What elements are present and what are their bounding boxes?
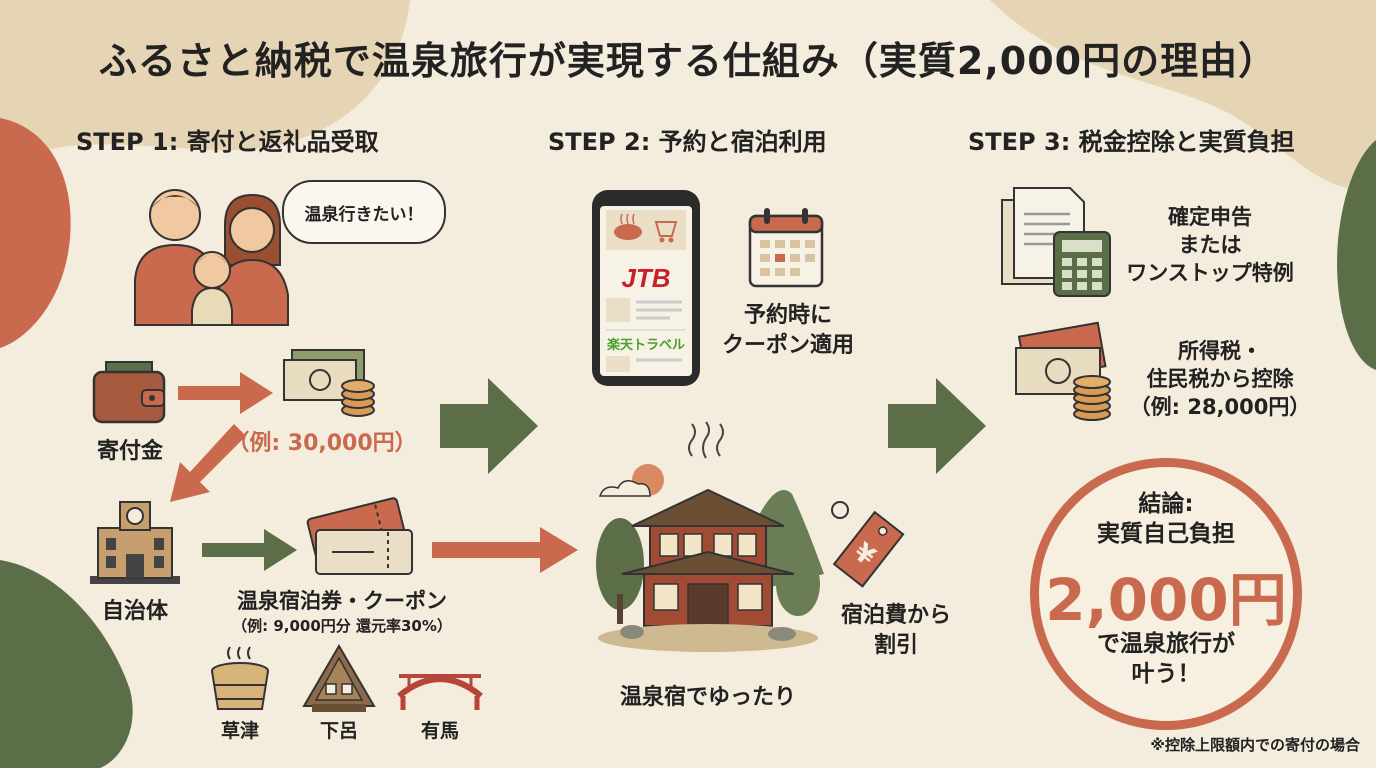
wooden-bucket-icon (211, 646, 269, 710)
tax-cash-coins-icon (1015, 321, 1111, 421)
arrow-step1-to-step2 (440, 378, 538, 474)
documents-calculator-icon (1001, 187, 1111, 297)
coupon-detail: （例: 9,000円分 還元率30%） (232, 617, 452, 635)
filing-label-3: ワンストップ特例 (1126, 261, 1294, 285)
background-blob-bottom-left-green (0, 560, 133, 768)
conclusion-line2: 実質自己負担 (1097, 521, 1235, 547)
ticket-coupon-icon (306, 497, 413, 575)
amount-label: （例: 30,000円） (227, 431, 417, 456)
family-illustration (134, 189, 289, 326)
yen-price-tag-icon: ¥ (831, 501, 905, 588)
calendar-label-1: 予約時に (743, 303, 832, 328)
rakuten-travel-brand: 楽天トラベル (606, 338, 685, 353)
conclusion-line3: で温泉旅行が (1097, 631, 1235, 657)
speech-bubble-text: 温泉行きたい！ (304, 204, 424, 225)
arrow-coupon-to-ryokan (432, 527, 578, 573)
municipality-building-icon (90, 501, 180, 584)
municipality-label: 自治体 (101, 599, 168, 624)
deduction-label-3: （例: 28,000円） (1129, 395, 1311, 419)
gassho-house-icon (302, 644, 376, 712)
arrow-step2-to-step3 (888, 378, 986, 474)
donation-label: 寄付金 (96, 439, 163, 464)
deduction-label-2: 住民税から控除 (1146, 367, 1294, 391)
jtb-brand: JTB (621, 263, 671, 293)
conclusion-line4: 叶う！ (1131, 661, 1201, 687)
onsen-area-gero: 下呂 (319, 720, 358, 742)
ryokan-illustration (596, 421, 824, 652)
filing-label-2: または (1178, 233, 1242, 257)
step2-heading: STEP 2: 予約と宿泊利用 (548, 128, 827, 156)
ryokan-label: 温泉宿でゆったり (619, 685, 796, 710)
onsen-area-kusatsu: 草津 (220, 720, 259, 742)
deduction-label-1: 所得税・ (1178, 339, 1262, 363)
discount-label-1: 宿泊費から (840, 603, 951, 628)
arrow-to-coupon (202, 529, 297, 571)
smartphone-icon (592, 190, 700, 386)
red-bridge-icon (397, 674, 483, 710)
background-blob-left-red (0, 118, 71, 348)
coupon-label: 温泉宿泊券・クーポン (237, 589, 447, 613)
cash-coins-icon (283, 349, 375, 417)
conclusion-line1: 結論: (1138, 491, 1194, 517)
wallet-icon (92, 361, 166, 424)
page-title: ふるさと納税で温泉旅行が実現する仕組み（実質2,000円の理由） (98, 39, 1278, 83)
calendar-label-2: クーポン適用 (721, 333, 854, 358)
background-blob-right-green (1337, 140, 1376, 370)
calendar-icon (748, 208, 824, 288)
conclusion-amount: 2,000円 (1045, 566, 1287, 634)
speech-bubble: 温泉行きたい！ (282, 180, 446, 244)
conclusion-circle: 結論: 実質自己負担 2,000円 で温泉旅行が 叶う！ (1030, 458, 1302, 730)
arrow-to-municipality (170, 424, 246, 502)
footnote: ※控除上限額内での寄付の場合 (1150, 736, 1360, 754)
step1-heading: STEP 1: 寄付と返礼品受取 (76, 128, 379, 156)
discount-label-2: 割引 (873, 633, 918, 658)
arrow-to-money (178, 372, 273, 414)
background-blob-top-right (990, 0, 1376, 191)
filing-label-1: 確定申告 (1168, 205, 1252, 229)
onsen-area-arima: 有馬 (420, 720, 459, 742)
background-blob-top-left (0, 0, 410, 165)
step3-heading: STEP 3: 税金控除と実質負担 (968, 128, 1295, 156)
